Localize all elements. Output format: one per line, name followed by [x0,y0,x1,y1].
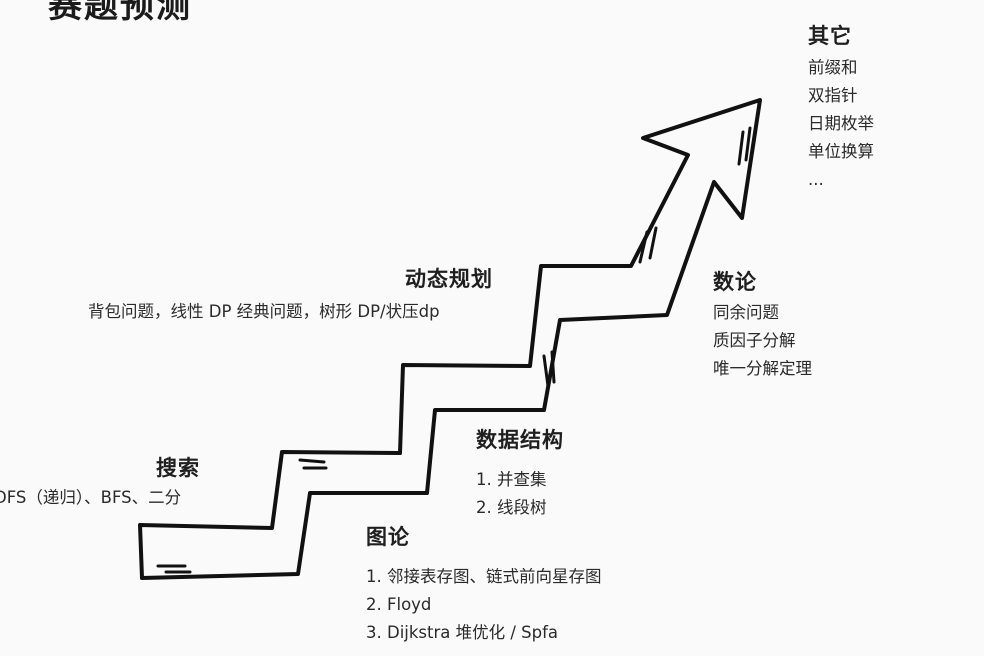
search-heading: 搜索 [156,456,200,480]
hatch-stroke-9 [737,130,745,166]
hatch-stroke-3 [298,458,326,464]
number-theory-line-2: 质因子分解 [713,331,796,350]
other-line-4: 单位换算 [808,142,874,161]
data-structure-line-1: 1. 并查集 [476,470,547,489]
other-heading: 其它 [808,24,852,48]
hatch-stroke-10 [744,126,752,162]
hatch-stroke-6 [550,350,556,384]
hatch-stroke-7 [638,230,649,264]
search-line-1: DFS（递归）、BFS、二分 [0,488,182,507]
graph-line-3: 3. Dijkstra 堆优化 / Spfa [366,623,559,642]
graph-heading: 图论 [366,525,410,549]
graph-line-2: 2. Floyd [366,595,432,614]
other-line-3: 日期枚举 [808,114,874,133]
number-theory-line-1: 同余问题 [713,303,779,322]
graph-line-1: 1. 邻接表存图、链式前向星存图 [366,567,602,586]
number-theory-line-3: 唯一分解定理 [713,359,812,378]
dp-heading: 动态规划 [405,267,493,291]
other-line-1: 前缀和 [808,58,858,77]
other-line-2: 双指针 [808,86,858,105]
data-structure-line-2: 2. 线段树 [476,498,547,517]
stair-upper-edge [138,98,762,580]
data-structure-heading: 数据结构 [476,428,564,452]
page-title: 赛题预测 [48,0,192,26]
other-line-5: ... [808,170,824,189]
dp-line-1: 背包问题，线性 DP 经典问题，树形 DP/状压dp [88,302,440,321]
number-theory-heading: 数论 [713,270,757,294]
hatch-stroke-5 [542,354,550,388]
hatch-stroke-8 [648,226,658,260]
